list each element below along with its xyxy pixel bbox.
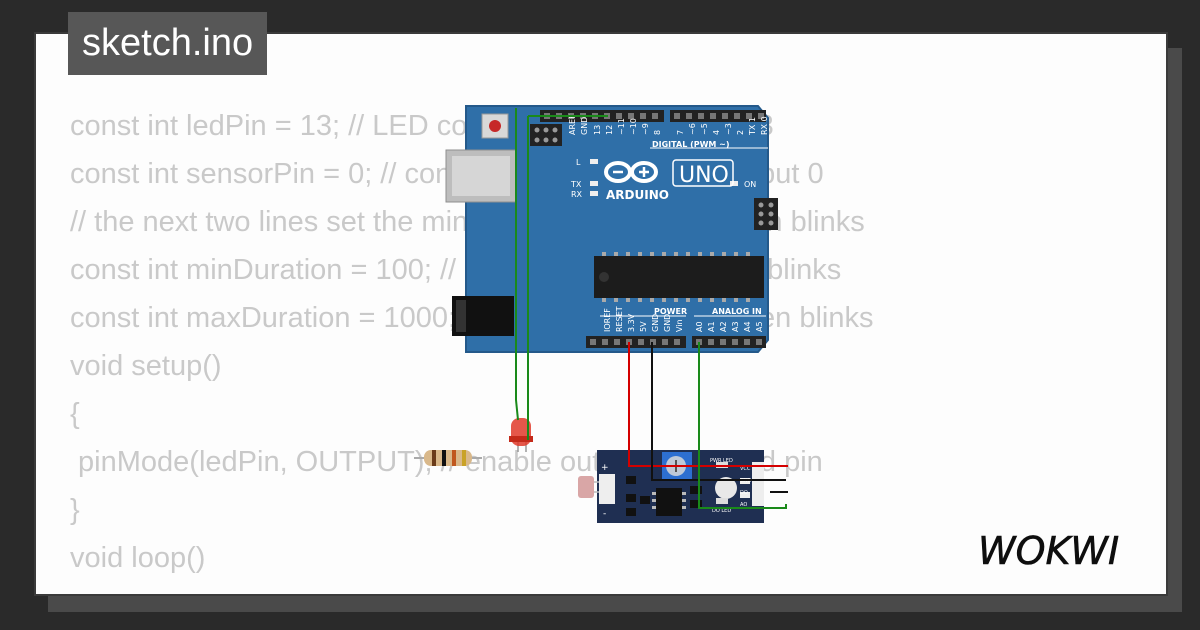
atmega-chip xyxy=(594,252,764,302)
digital-pin-label: RX 0 xyxy=(760,116,769,135)
analog-header[interactable] xyxy=(692,336,766,348)
wokwi-logo-text: WOKWI xyxy=(978,529,1119,573)
power-pin-label: IOREF xyxy=(603,308,612,332)
digital-pin-label: 7 xyxy=(676,130,685,135)
power-pin-label: GND xyxy=(663,314,672,332)
power-pin-label: RESET xyxy=(615,306,624,332)
on-led-label: ON xyxy=(744,180,756,189)
digital-pin-label: 12 xyxy=(605,125,614,135)
code-line[interactable]: { xyxy=(70,582,874,594)
analog-pin-label: A0 xyxy=(695,321,704,332)
digital-pin-label: ~9 xyxy=(641,123,650,135)
board-model-text: UNO xyxy=(679,163,729,188)
code-line[interactable]: { xyxy=(70,398,80,430)
module-out-do: DO xyxy=(740,490,748,496)
code-line[interactable]: void loop() xyxy=(70,542,206,574)
wire-red-5v[interactable] xyxy=(628,342,788,467)
indicator-leds: L TX RX ON xyxy=(570,158,756,199)
arduino-brand-text: ARDUINO xyxy=(606,188,669,202)
digital-pin-label: 4 xyxy=(712,130,721,135)
rx-led-label: RX xyxy=(571,190,583,199)
comparator-chip xyxy=(656,488,682,516)
analog-pin-label: A2 xyxy=(719,321,728,332)
do-led-label: DO LED xyxy=(712,508,731,514)
digital-pin-label: ~10 xyxy=(629,118,638,135)
red-led[interactable] xyxy=(509,418,533,452)
wire-green-a0[interactable] xyxy=(698,342,787,509)
digital-pin-label: TX 1 xyxy=(748,117,757,136)
pwr-led-label: PWR LED xyxy=(710,458,733,464)
module-pin-minus: - xyxy=(603,509,606,519)
file-tab[interactable]: sketch.ino xyxy=(68,12,268,75)
analog-pin-label: A3 xyxy=(731,321,740,332)
resistor[interactable] xyxy=(414,450,482,466)
module-pin-plus: + xyxy=(601,463,609,473)
digital-pin-label: ~11 xyxy=(617,118,626,135)
l-led-label: L xyxy=(576,158,581,167)
wire-green-led[interactable] xyxy=(515,108,519,421)
power-pin-label: 3.3V xyxy=(627,313,636,332)
power-pin-label: GND xyxy=(651,314,660,332)
digital-header-right[interactable] xyxy=(670,110,766,122)
digital-pin-label: ~5 xyxy=(700,123,709,135)
power-pin-label: 5V xyxy=(639,321,648,332)
tx-led-label: TX xyxy=(570,180,582,189)
module-out-ao: AO xyxy=(740,502,747,508)
analog-pin-label: A1 xyxy=(707,321,716,332)
wires xyxy=(515,108,788,509)
digital-pin-label: GND xyxy=(580,117,589,135)
photoresistor-sensor-module[interactable]: + - PWR LED DO LED VCC GND xyxy=(578,450,764,523)
analog-pin-label: A4 xyxy=(743,321,752,332)
power-pin-label: Vin xyxy=(675,319,684,332)
wire-green-led-2[interactable] xyxy=(527,115,608,440)
power-header[interactable] xyxy=(586,336,686,348)
analog-pin-label: A5 xyxy=(755,321,764,332)
arduino-logo: ARDUINO UNO xyxy=(604,159,734,202)
digital-pin-label: AREF xyxy=(568,114,577,135)
digital-pin-label: 2 xyxy=(736,130,745,135)
digital-pin-label: ~6 xyxy=(688,123,697,135)
icsp-header xyxy=(530,124,562,146)
power-label: POWER xyxy=(654,307,687,316)
module-out-vcc: VCC xyxy=(740,466,751,472)
wokwi-logo: WOKWI xyxy=(978,529,1120,574)
digital-pin-label: ~3 xyxy=(724,123,733,135)
digital-pin-label: 8 xyxy=(653,130,662,135)
code-line[interactable]: void setup() xyxy=(70,350,222,382)
analog-label: ANALOG IN xyxy=(712,307,762,316)
icsp-header-right xyxy=(754,198,778,230)
digital-label: DIGITAL (PWM ~) xyxy=(652,140,730,149)
digital-pin-label: 13 xyxy=(593,125,602,135)
code-line[interactable]: } xyxy=(70,494,80,526)
wire-black-gnd[interactable] xyxy=(651,342,786,481)
